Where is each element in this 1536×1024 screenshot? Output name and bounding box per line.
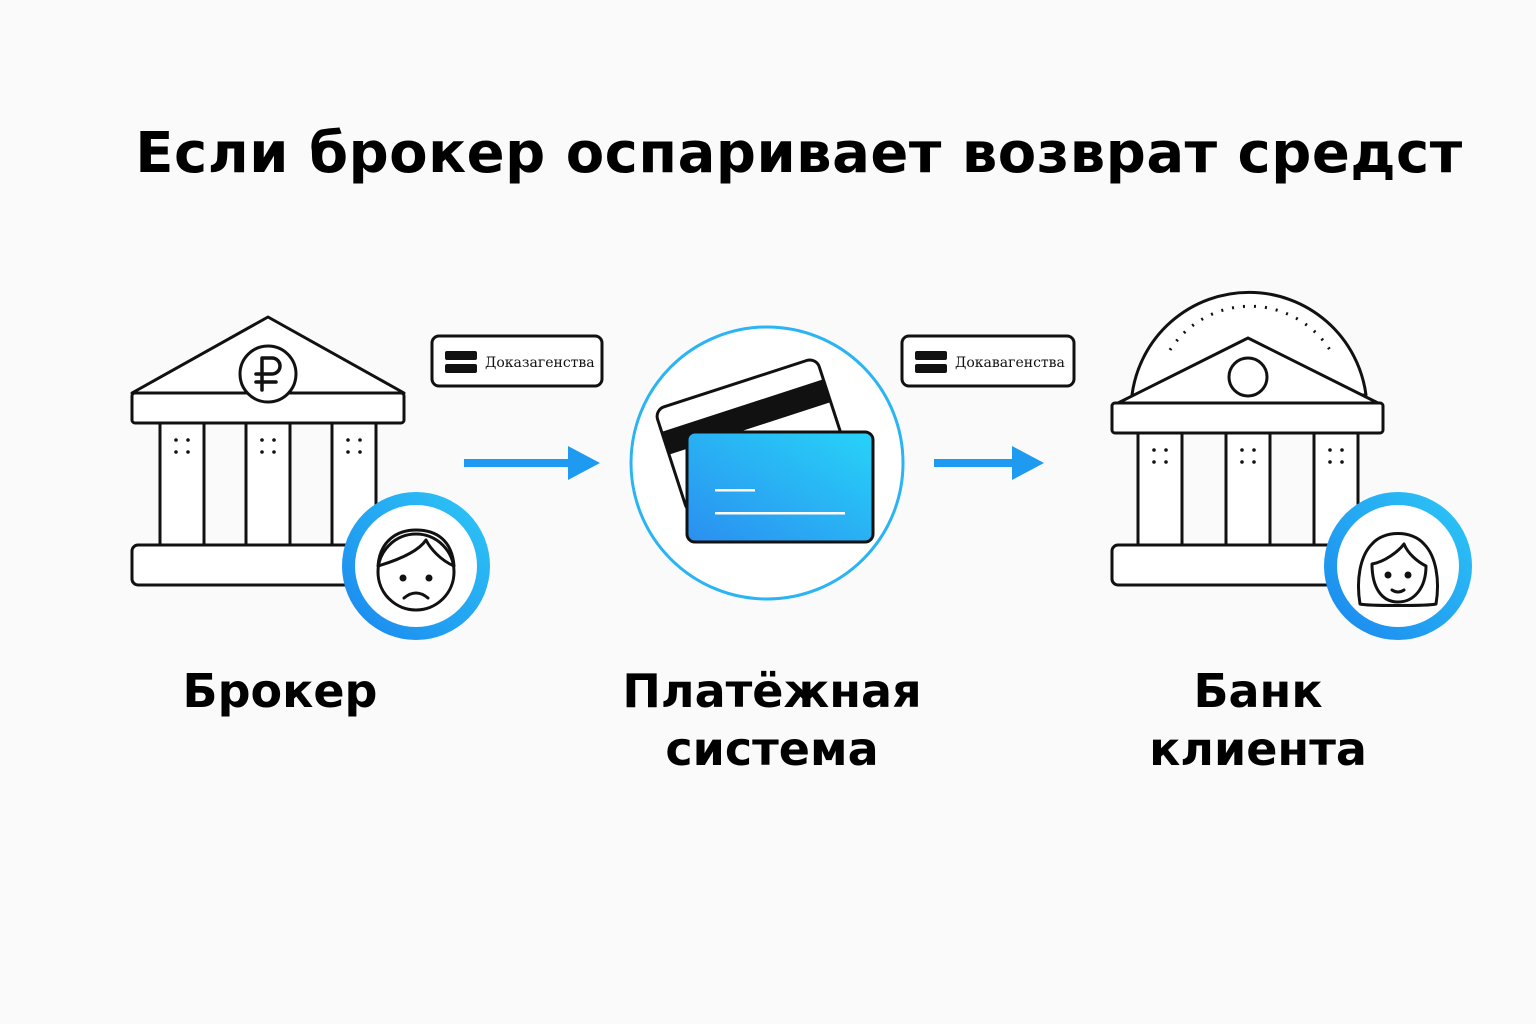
arrow-right-icon (464, 446, 600, 480)
node-label-line: клиента (1149, 722, 1367, 776)
sad-person-icon (342, 492, 490, 640)
evidence-tag-1-text: Доказагенства (485, 355, 595, 371)
evidence-tag-2: Докавагенства (900, 334, 1076, 388)
evidence-tag-1: Доказагенства (430, 334, 604, 388)
page-title: Если брокер оспаривает возврат средст (135, 121, 1463, 186)
broker-bank-icon (130, 315, 406, 587)
node-label-client-bank: Банк клиента (1108, 662, 1408, 778)
client-bank-column-dots (1152, 448, 1344, 464)
node-label-line: Брокер (182, 664, 378, 718)
evidence-tag-2-text: Докавагенства (955, 355, 1065, 371)
node-label-payment-system: Платёжная система (597, 662, 947, 778)
node-label-line: Банк (1193, 664, 1323, 718)
card-icon (445, 351, 477, 360)
client-bank-icon (1110, 290, 1385, 587)
node-label-broker: Брокер (130, 662, 430, 720)
arrow-right-icon (934, 446, 1044, 480)
node-label-line: система (665, 722, 879, 776)
card-icon (915, 351, 947, 360)
broker-column-dots (174, 438, 362, 454)
payment-system-icon (629, 325, 905, 601)
woman-person-icon (1324, 492, 1472, 640)
node-label-line: Платёжная (622, 664, 922, 718)
